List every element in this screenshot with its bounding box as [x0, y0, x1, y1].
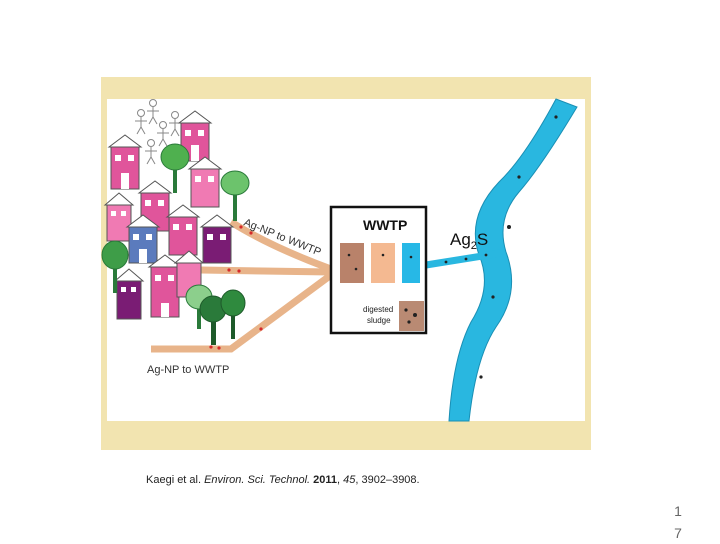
- river-particle: [517, 175, 521, 179]
- sludge-particle: [404, 308, 408, 312]
- river: [448, 98, 578, 422]
- page-number-line1: 1: [674, 503, 682, 519]
- citation-separator: ,: [337, 474, 344, 486]
- house: [107, 134, 143, 190]
- house: [125, 214, 161, 264]
- effluent-particle: [464, 257, 468, 261]
- effluent-pipe: [425, 249, 502, 269]
- sludge-label-line2: sludge: [367, 316, 391, 325]
- river-particle: [479, 375, 483, 379]
- tank-particle: [354, 267, 358, 271]
- house: [165, 204, 201, 256]
- house: [113, 268, 145, 320]
- sewer-pipe-middle: [200, 266, 332, 276]
- digested-sludge-box: [399, 301, 424, 331]
- treatment-tank-brown: [340, 243, 364, 283]
- citation-journal: Environ. Sci. Technol.: [204, 474, 311, 486]
- house: [199, 214, 235, 264]
- ag-np-particle: [227, 268, 231, 272]
- wwtp-label: WWTP: [363, 217, 407, 233]
- river-particle: [491, 295, 495, 299]
- tank-particle: [381, 253, 385, 257]
- ag-np-particle: [239, 225, 243, 229]
- wwtp-silver-nanoparticle-diagram: WWTP digested sludge Ag2S Ag-NP to WWTP …: [101, 77, 591, 450]
- sewer-pipe-lower: [151, 272, 334, 353]
- citation-pages: , 3902–3908.: [355, 474, 420, 486]
- citation-authors: Kaegi et al.: [146, 474, 205, 486]
- house: [147, 254, 183, 318]
- house: [187, 156, 223, 208]
- river-particle: [507, 225, 511, 229]
- sludge-particle: [413, 313, 417, 317]
- tank-particle: [409, 255, 413, 259]
- ag-np-particle: [259, 327, 263, 331]
- path-label-lower: Ag-NP to WWTP: [147, 364, 229, 376]
- citation: Kaegi et al. Environ. Sci. Technol. 2011…: [146, 474, 420, 486]
- people-group: [135, 99, 181, 165]
- tree: [160, 143, 190, 193]
- citation-volume: 45: [343, 474, 356, 486]
- ag2s-label: Ag2S: [450, 230, 488, 252]
- ag-np-particle: [249, 231, 253, 235]
- page-number-line2: 7: [674, 525, 682, 541]
- house: [103, 192, 135, 242]
- effluent-particle: [484, 253, 488, 257]
- river-particle: [554, 115, 558, 119]
- ag-np-particle: [217, 346, 221, 350]
- citation-year: 2011: [310, 474, 337, 486]
- treatment-tank-cyan: [402, 243, 420, 283]
- treatment-tank-peach: [371, 243, 395, 283]
- effluent-particle: [444, 260, 448, 264]
- tree: [101, 240, 129, 293]
- ag-np-particle: [237, 269, 241, 273]
- ag-np-particle: [209, 345, 213, 349]
- page-number: 1 7: [670, 500, 686, 544]
- tree: [220, 289, 246, 339]
- sludge-label-line1: digested: [363, 305, 393, 314]
- tree: [220, 170, 250, 221]
- sludge-particle: [407, 320, 411, 324]
- tank-particle: [347, 253, 351, 257]
